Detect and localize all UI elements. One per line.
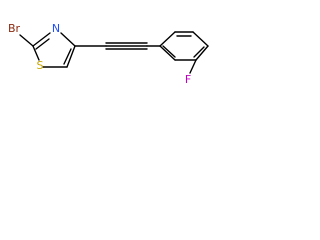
molecule-svg: Br N S F: [8, 22, 209, 86]
bond-c2-br: [19, 34, 34, 47]
bond-c3-f: [189, 59, 197, 74]
bond-c4-c5-double: [63, 48, 72, 65]
phenyl-bond-6: [159, 45, 176, 61]
bond-n3-c4: [60, 32, 76, 47]
atom-s-label: S: [37, 59, 44, 72]
bond-c4-c5: [66, 45, 76, 68]
atom-n-label: N: [52, 22, 60, 35]
bond-c2-n3: [32, 32, 51, 47]
bond-c2-n3-double: [35, 38, 50, 50]
molecule-diagram: Br N S F: [0, 0, 234, 108]
phenyl-bond-4: [195, 45, 209, 61]
phenyl-bond-3: [192, 31, 209, 47]
atom-f-label: F: [185, 73, 191, 86]
bond-s1-c2: [32, 45, 40, 61]
phenyl-double-2: [193, 46, 205, 58]
phenyl-bond-1: [159, 31, 176, 47]
phenyl-double-3: [162, 45, 176, 58]
atom-br-label: Br: [8, 22, 21, 35]
